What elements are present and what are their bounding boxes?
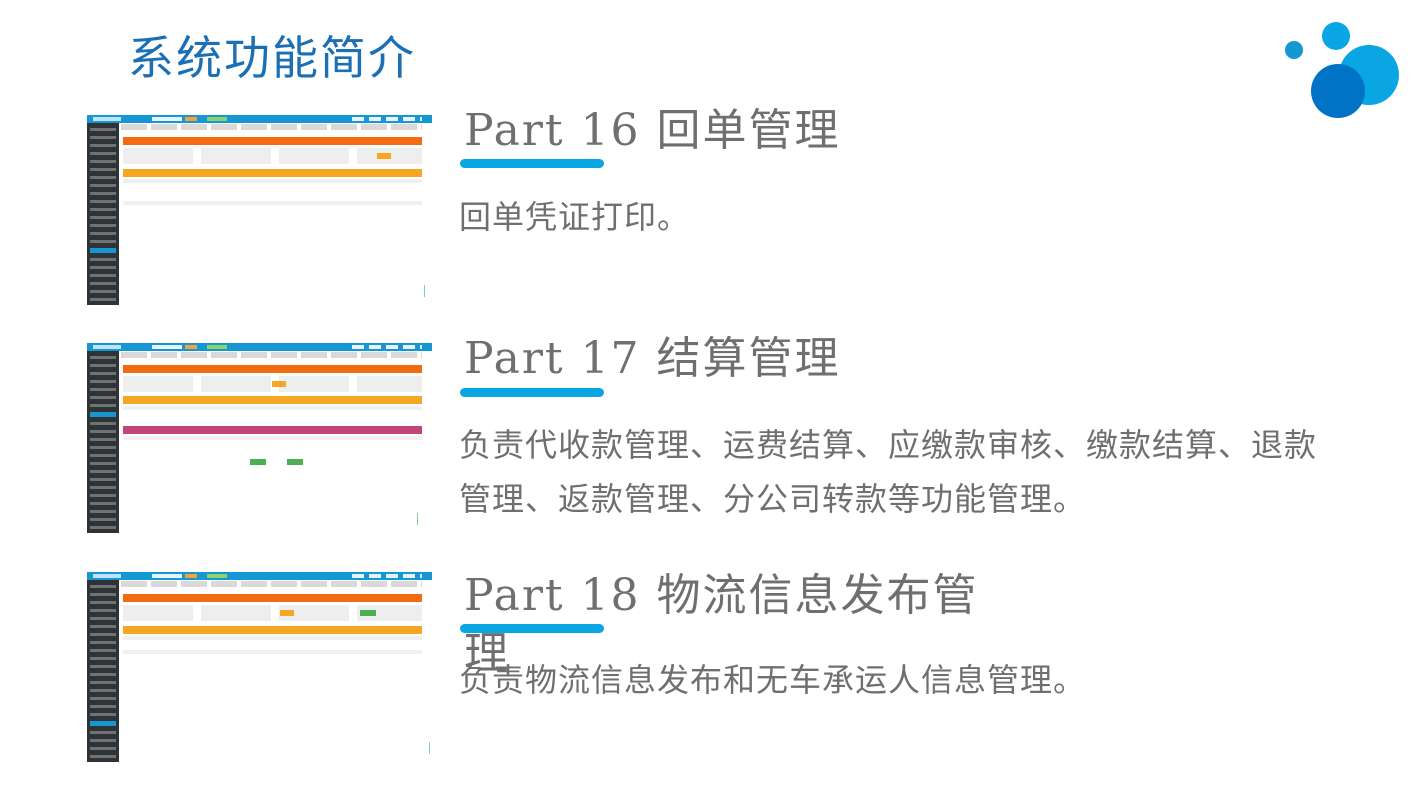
part-16-description: 回单凭证打印。 [459,198,691,236]
part-18-heading: Part 18 物流信息发布管理 [464,570,979,679]
part-17-underline [460,388,604,397]
screenshot-settlement-management [87,343,432,533]
bubble-logo-icon [1285,22,1399,118]
part-17-description: 负责代收款管理、运费结算、应缴款审核、缴款结算、退款管理、返款管理、分公司转款等… [459,426,1318,518]
part-16-underline [460,159,604,168]
slide-title: 系统功能简介 [128,31,416,85]
screenshot-receipt-management [87,115,432,305]
part-16-heading: Part 16 回单管理 [464,105,841,156]
part-18-description: 负责物流信息发布和无车承运人信息管理。 [459,661,1087,699]
screenshot-logistics-info-management [87,572,432,762]
part-18-underline [460,624,604,633]
part-17-heading: Part 17 结算管理 [464,333,841,384]
